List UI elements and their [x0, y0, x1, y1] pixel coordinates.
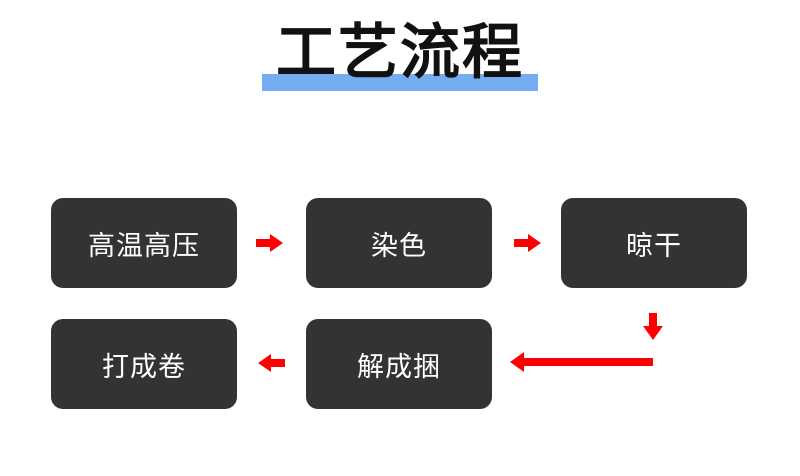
step-box-rolling: 打成卷	[51, 319, 237, 409]
step-box-unbundling: 解成捆	[306, 319, 492, 409]
title-highlight-bar	[262, 74, 538, 91]
step-box-high-temp-pressure: 高温高压	[51, 198, 237, 288]
arrow-right-icon	[256, 234, 283, 252]
step-label: 染色	[371, 230, 427, 262]
step-box-dyeing: 染色	[306, 198, 492, 288]
arrow-down-icon	[643, 313, 663, 340]
arrow-left-long-icon	[510, 352, 653, 372]
page-title: 工艺流程	[276, 18, 524, 88]
arrow-left-icon	[258, 354, 285, 372]
step-label: 高温高压	[88, 230, 200, 262]
step-label: 晾干	[626, 230, 682, 262]
step-label: 打成卷	[102, 351, 186, 383]
step-box-drying: 晾干	[561, 198, 747, 288]
step-label: 解成捆	[357, 351, 441, 383]
arrow-right-icon	[514, 234, 541, 252]
